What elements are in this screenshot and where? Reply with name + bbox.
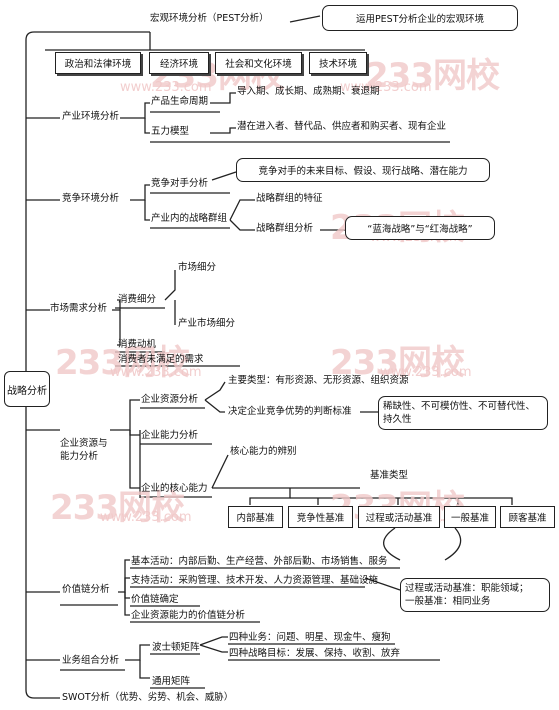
groups-analysis: 战略群组分析 [256,223,314,234]
basic-activities: 基本活动：内部后勤、生产经营、外部后勤、市场销售、服务 [131,556,388,567]
bcg-matrix: 波士顿矩阵 [152,642,200,653]
rival-note-box: 竞争对手的未来目标、假设、现行战略、潜在能力 [236,158,490,182]
main-types: 主要类型：有形资源、无形资源、组织资源 [228,375,409,386]
bcg-four-types: 四种业务：问题、明星、现金牛、瘦狗 [229,632,391,643]
competition-label: 竞争环境分析 [62,193,120,204]
resource-value-chain: 企业资源能力的价值链分析 [131,610,246,621]
consumer-motive: 消费动机 [118,339,157,350]
market-label: 市场需求分析 [50,303,108,314]
resources-label-1: 企业资源与 [60,438,108,449]
capability-analysis: 企业能力分析 [141,430,199,441]
benchmark-competitive: 竞争性基准 [288,506,353,528]
industry-label: 产业环境分析 [62,111,120,122]
rival-analysis: 竞争对手分析 [151,178,209,189]
rival-note: 竞争对手的未来目标、假设、现行战略、潜在能力 [258,166,468,177]
benchmark-generic: 一般基准 [444,506,496,528]
watermark-logo: 233网校 [50,488,185,528]
watermark-logo: 233网校 [55,343,190,383]
five-forces-label: 五力模型 [151,126,190,137]
macro-box-economic: 经济环境 [149,52,209,74]
unmet-needs: 消费者未满足的需求 [118,354,204,365]
watermark-logo: 233网校 [330,343,465,383]
ocean-strategy: “蓝海战略”与“红海战略” [367,224,473,235]
criteria: 决定企业竞争优势的判断标准 [228,406,352,417]
root-node: 战略分析 [4,371,50,407]
macro-label: 宏观环境分析（PEST分析） [150,13,269,24]
benchmark-note: 过程或活动基准：职能领域； 一般基准：相同业务 [405,582,529,608]
value-chain-confirm: 价值链确定 [131,594,179,605]
benchmark-note-line1: 过程或活动基准：职能领域； [405,583,529,594]
macro-note-box: 运用PEST分析企业的宏观环境 [322,5,518,31]
benchmark-internal: 内部基准 [228,506,283,528]
watermark-url: www.233.com [380,365,472,380]
macro-note: 运用PEST分析企业的宏观环境 [355,14,485,25]
watermark-url: www.233.com [100,510,192,525]
bcg-four-goals: 四种战略目标：发展、保持、收割、放弃 [229,648,401,659]
lifecycle-label: 产品生命周期 [151,96,209,107]
benchmark-customer: 顾客基准 [500,506,555,528]
benchmark-type: 基准类型 [370,470,409,481]
core-identify: 核心能力的辨别 [230,446,297,457]
resource-analysis: 企业资源分析 [141,394,199,405]
watermark-logo: 233网校 [365,56,500,96]
benchmark-process: 过程或活动基准 [358,506,440,528]
ocean-strategy-box: “蓝海战略”与“红海战略” [345,216,495,240]
value-chain-label: 价值链分析 [62,584,110,595]
benchmark-note-box: 过程或活动基准：职能领域； 一般基准：相同业务 [400,578,550,612]
industrial-segment: 产业市场细分 [178,318,236,329]
core-competence: 企业的核心能力 [141,483,208,494]
resources-label-2: 能力分析 [60,451,99,462]
criteria-note-box: 稀缺性、不可模仿性、不可替代性、持久性 [378,396,548,430]
macro-box-tech: 技术环境 [309,52,367,74]
lifecycle-detail: 导入期、成长期、成熟期、衰退期 [237,86,380,97]
benchmark-note-line2: 一般基准：相同业务 [405,596,491,607]
support-activities: 支持活动：采购管理、技术开发、人力资源管理、基础设施 [131,575,379,586]
strategic-groups: 产业内的战略群组 [151,213,228,224]
ge-matrix: 通用矩阵 [152,676,191,687]
macro-box-political: 政治和法律环境 [55,52,141,74]
watermark-url: www.233.com [340,80,432,95]
criteria-note: 稀缺性、不可模仿性、不可替代性、持久性 [383,401,536,425]
watermark-url: www.233.com [120,80,212,95]
swot-analysis: SWOT分析（优势、劣势、机会、威胁） [62,692,234,703]
groups-feature: 战略群组的特征 [256,193,323,204]
five-forces-detail: 潜在进入者、替代品、供应者和购买者、现有企业 [237,121,447,132]
watermark-url: www.233.com [110,365,202,380]
consumer-segment: 消费细分 [118,294,157,305]
macro-box-social: 社会和文化环境 [215,52,302,74]
market-segment: 市场细分 [178,262,217,273]
portfolio-label: 业务组合分析 [62,655,120,666]
